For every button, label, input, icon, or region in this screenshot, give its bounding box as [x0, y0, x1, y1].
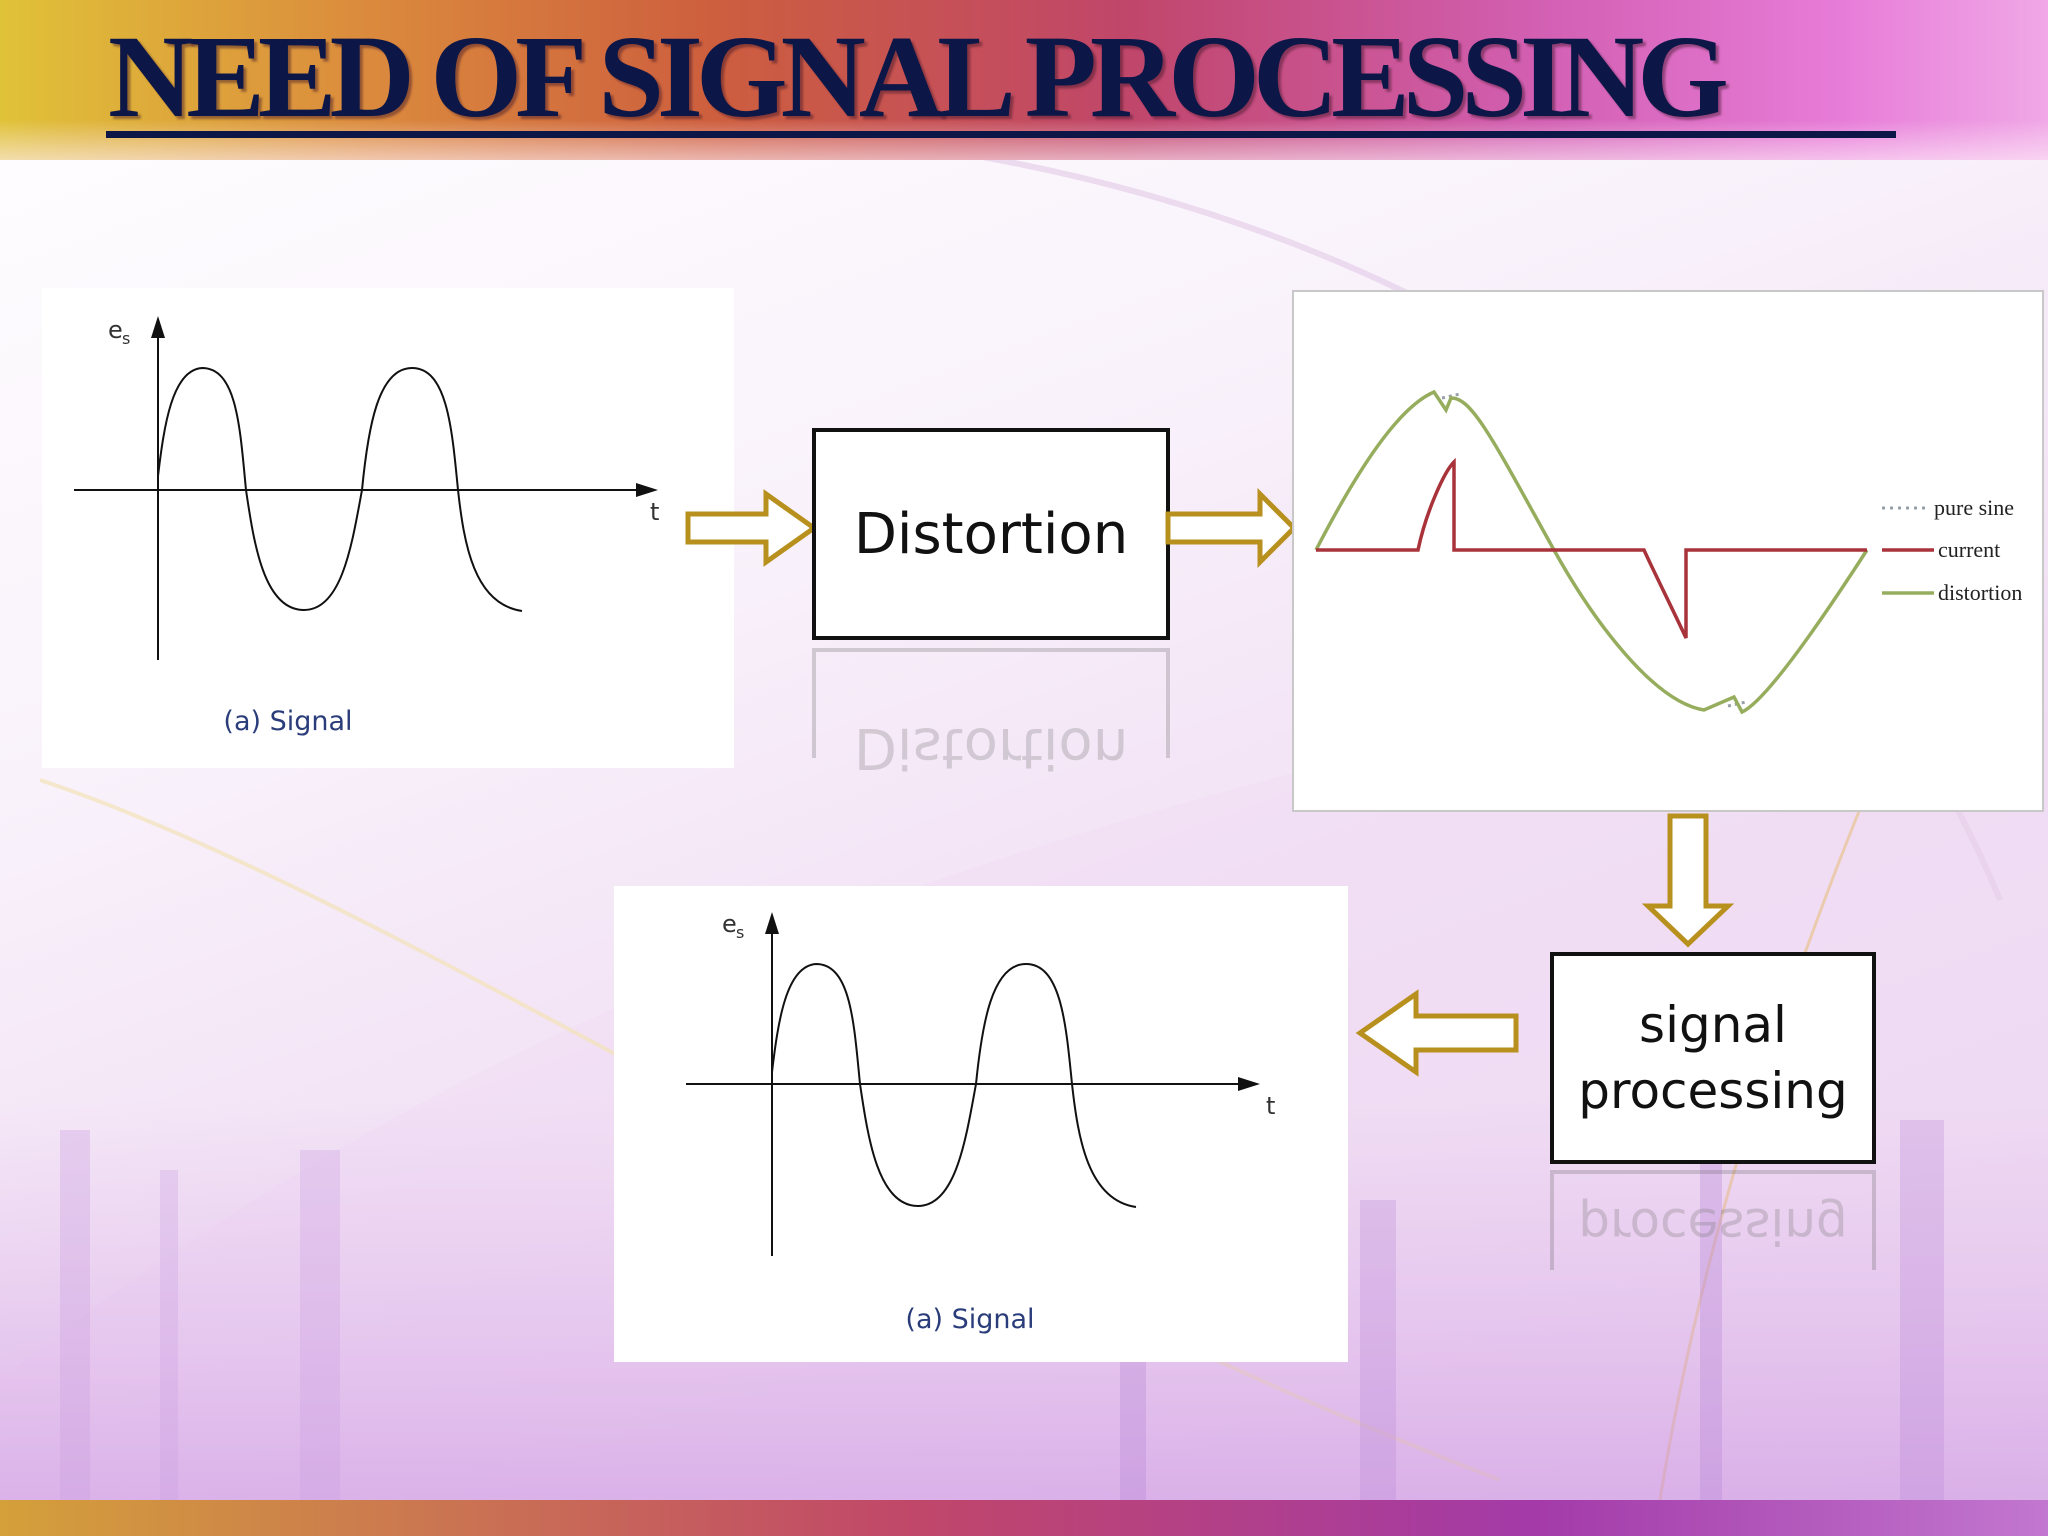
title-underline: [106, 131, 1896, 138]
arrow-right-to-distortion: [685, 489, 819, 567]
slide-title: NEED OF SIGNAL PROCESSING: [108, 11, 1729, 142]
legend-label-distortion: distortion: [1938, 580, 2022, 605]
processing-block-line1: signal: [1639, 996, 1787, 1054]
legend-label-current: current: [1938, 537, 2000, 562]
distorted-plot-panel: pure sine current distortion: [1292, 290, 2044, 812]
input-sine-wave: [157, 366, 523, 612]
output-sine-wave: [771, 962, 1137, 1208]
pure-sine-peak: [1441, 392, 1461, 400]
arrow-right-to-distorted-plot: [1165, 488, 1298, 568]
legend-label-pure-sine: pure sine: [1934, 495, 2014, 520]
arrow-left-to-output: [1355, 989, 1519, 1077]
output-signal-panel: e s t (a) Signal: [614, 886, 1348, 1362]
output-es-axis-arrow: [765, 912, 779, 934]
input-x-label: t: [650, 498, 659, 526]
output-y-label: e: [722, 910, 737, 938]
distortion-reflection-frame: [812, 648, 1170, 758]
bottom-band: [0, 1500, 2048, 1536]
distortion-block: Distortion: [812, 428, 1170, 640]
processing-reflection-frame: [1550, 1170, 1876, 1270]
processing-reflection: processing: [1578, 1197, 1848, 1255]
input-signal-caption: (a) Signal: [223, 706, 352, 737]
processing-block-line2: processing: [1578, 1062, 1848, 1120]
distortion-block-label: Distortion: [853, 501, 1129, 567]
output-signal-caption: (a) Signal: [905, 1304, 1034, 1335]
output-t-axis-arrow: [1238, 1077, 1260, 1091]
input-y-label: e: [108, 316, 123, 344]
arrow-down-to-processing: [1641, 813, 1735, 948]
es-axis-arrow: [151, 316, 165, 338]
signal-processing-block: signal processing: [1550, 952, 1876, 1164]
t-axis-arrow: [636, 483, 658, 497]
plot-legend: pure sine current distortion: [1882, 495, 2022, 605]
input-y-label-sub: s: [122, 329, 130, 348]
current-wave: [1316, 457, 1867, 639]
distortion-wave: [1314, 389, 1869, 715]
output-y-label-sub: s: [736, 923, 744, 942]
distortion-reflection: Distortion: [853, 715, 1129, 780]
input-signal-panel: e s t (a) Signal: [42, 288, 734, 768]
output-x-label: t: [1266, 1092, 1275, 1120]
